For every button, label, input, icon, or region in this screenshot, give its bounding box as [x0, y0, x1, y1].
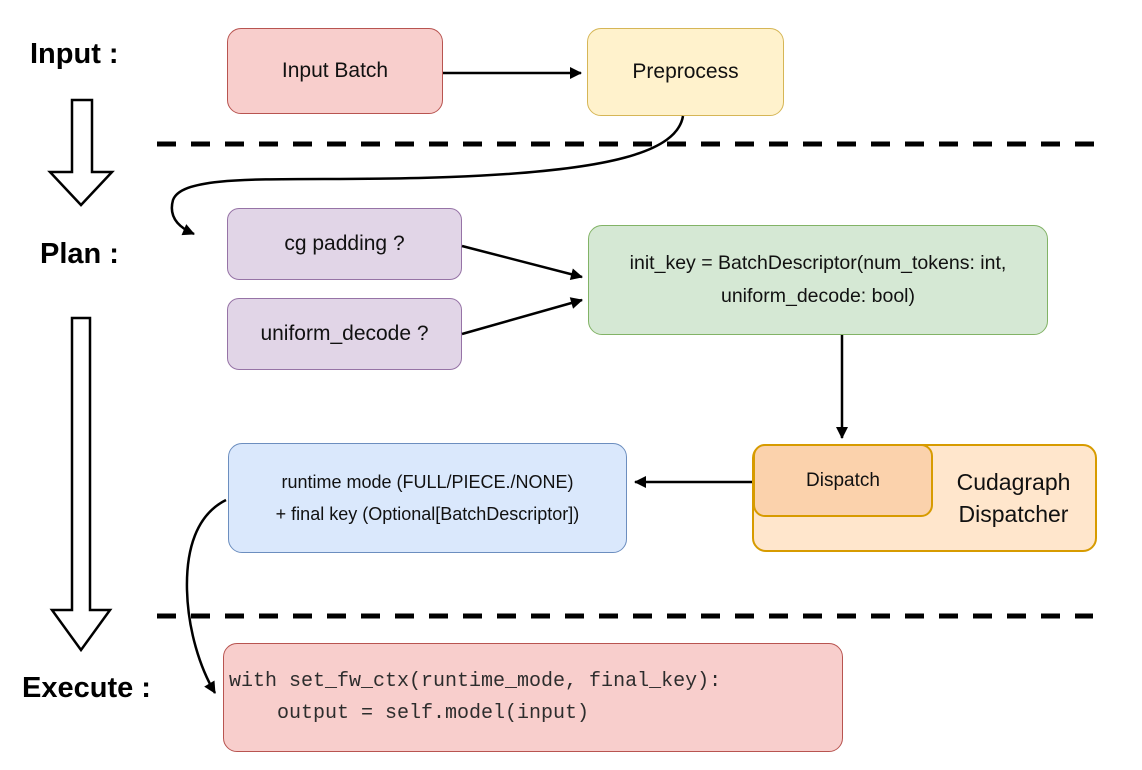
node-runtime-mode-line2: + final key (Optional[BatchDescriptor])	[275, 504, 580, 524]
node-cg-padding-label: cg padding ?	[284, 231, 405, 255]
stage-arrow-plan-to-execute	[49, 316, 113, 653]
execute-code-line2: output = self.model(input)	[229, 701, 590, 725]
node-runtime-mode-line1: runtime mode (FULL/PIECE./NONE)	[281, 472, 574, 492]
node-cudagraph-dispatcher-label: Cudagraph Dispatcher	[932, 446, 1095, 550]
execute-code-line1: with set_fw_ctx(runtime_mode, final_key)…	[229, 669, 722, 693]
node-input-batch: Input Batch	[227, 28, 443, 114]
cudagraph-line2: Dispatcher	[958, 501, 1069, 527]
node-init-key: init_key = BatchDescriptor(num_tokens: i…	[588, 225, 1048, 335]
node-init-key-line2: uniform_decode: bool)	[720, 285, 916, 307]
arrow-cgpadding-to-initkey	[461, 244, 583, 281]
stage-label-input: Input :	[30, 38, 119, 70]
stage-label-plan: Plan :	[40, 238, 119, 270]
node-execute-code: with set_fw_ctx(runtime_mode, final_key)…	[223, 643, 843, 752]
stage-label-execute: Execute :	[22, 672, 151, 704]
node-runtime-mode: runtime mode (FULL/PIECE./NONE) + final …	[228, 443, 627, 553]
node-preprocess-label: Preprocess	[632, 59, 739, 83]
node-uniform-decode: uniform_decode ?	[227, 298, 462, 370]
arrow-uniformdecode-to-initkey	[461, 297, 583, 336]
node-preprocess: Preprocess	[587, 28, 784, 116]
node-dispatch-label: Dispatch	[806, 469, 880, 491]
node-input-batch-label: Input Batch	[281, 58, 389, 82]
node-cg-padding: cg padding ?	[227, 208, 462, 280]
node-dispatch: Dispatch	[753, 444, 933, 517]
arrow-runtimemode-to-executecode	[185, 498, 227, 694]
stage-arrow-input-to-plan	[47, 98, 115, 207]
node-init-key-line1: init_key = BatchDescriptor(num_tokens: i…	[629, 252, 1007, 274]
node-uniform-decode-label: uniform_decode ?	[260, 321, 429, 345]
cudagraph-line1: Cudagraph	[956, 469, 1071, 495]
